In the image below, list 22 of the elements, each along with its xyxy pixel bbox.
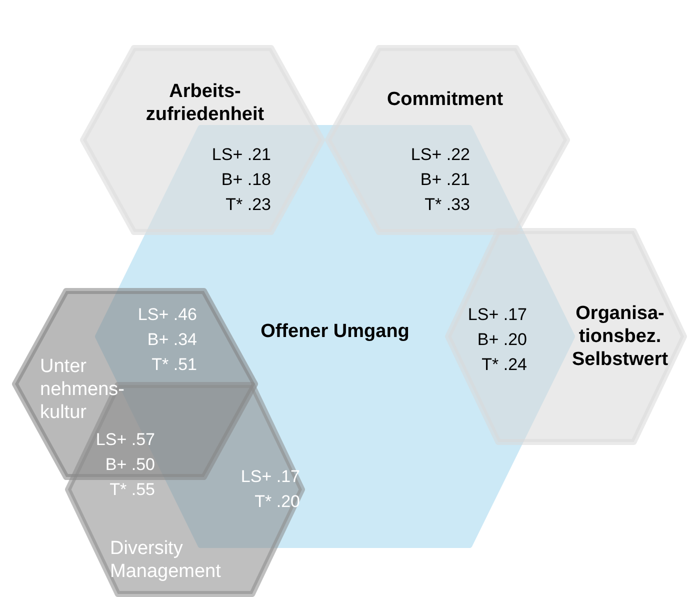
correlation-value: B+ .20	[477, 330, 527, 350]
correlation-value: T* .23	[226, 195, 271, 215]
correlation-value: T* .55	[110, 480, 155, 500]
correlation-value: B+ .21	[420, 170, 470, 190]
correlation-value: LS+ .17	[468, 305, 527, 325]
correlation-value: T* .20	[254, 492, 300, 512]
correlation-value: T* .24	[482, 355, 527, 375]
hexagon-label: Organisa- tionsbez. Selbstwert	[570, 302, 670, 371]
correlation-value: LS+ .21	[212, 145, 271, 165]
correlation-value: LS+ .22	[410, 145, 470, 165]
correlation-value: LS+ .17	[240, 467, 300, 487]
correlation-value: LS+ .46	[138, 305, 197, 325]
hexagon-label: Arbeits- zufriedenheit	[144, 80, 266, 126]
correlation-value: T* .33	[424, 195, 470, 215]
hexagon-label: Offener Umgang	[260, 320, 410, 343]
correlation-value: T* .51	[152, 355, 197, 375]
correlation-value: LS+ .57	[96, 430, 155, 450]
correlation-value: B+ .34	[147, 330, 197, 350]
hexagon-label: Commitment	[386, 88, 504, 111]
correlation-value: B+ .50	[105, 455, 155, 475]
hexagon-label: Diversity Management	[110, 537, 222, 583]
correlation-value: B+ .18	[221, 170, 271, 190]
